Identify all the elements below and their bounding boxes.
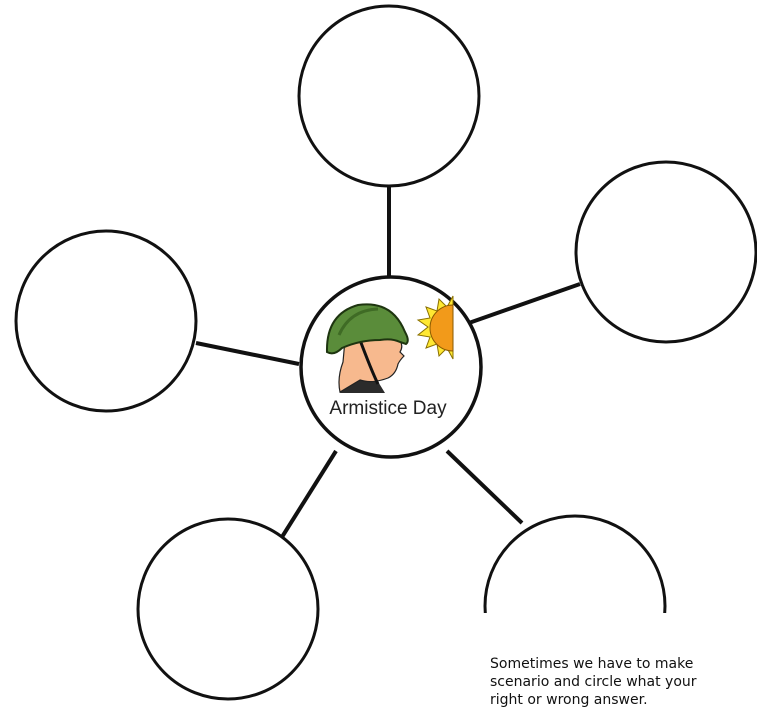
outer-circle-top[interactable] (297, 4, 481, 188)
connector-right (465, 282, 581, 326)
connector-left (195, 341, 300, 366)
sun-icon (416, 295, 454, 360)
center-topic-label: Armistice Day (329, 398, 447, 419)
soldier-icon (325, 303, 409, 393)
instructions-text: Sometimes we have to make scenario and c… (490, 655, 757, 707)
instructions-line-2: scenario and circle what your (490, 674, 697, 690)
outer-circle-right[interactable] (574, 160, 757, 344)
outer-circle-left[interactable] (14, 229, 198, 413)
outer-circle-bottom-left[interactable] (136, 517, 320, 701)
instructions-line-1: Sometimes we have to make (490, 656, 694, 672)
instructions-line-3: right or wrong answer. (490, 692, 648, 707)
connector-bottom-right (445, 449, 524, 525)
white-mask (470, 613, 757, 707)
connector-bottom-left (280, 449, 338, 539)
